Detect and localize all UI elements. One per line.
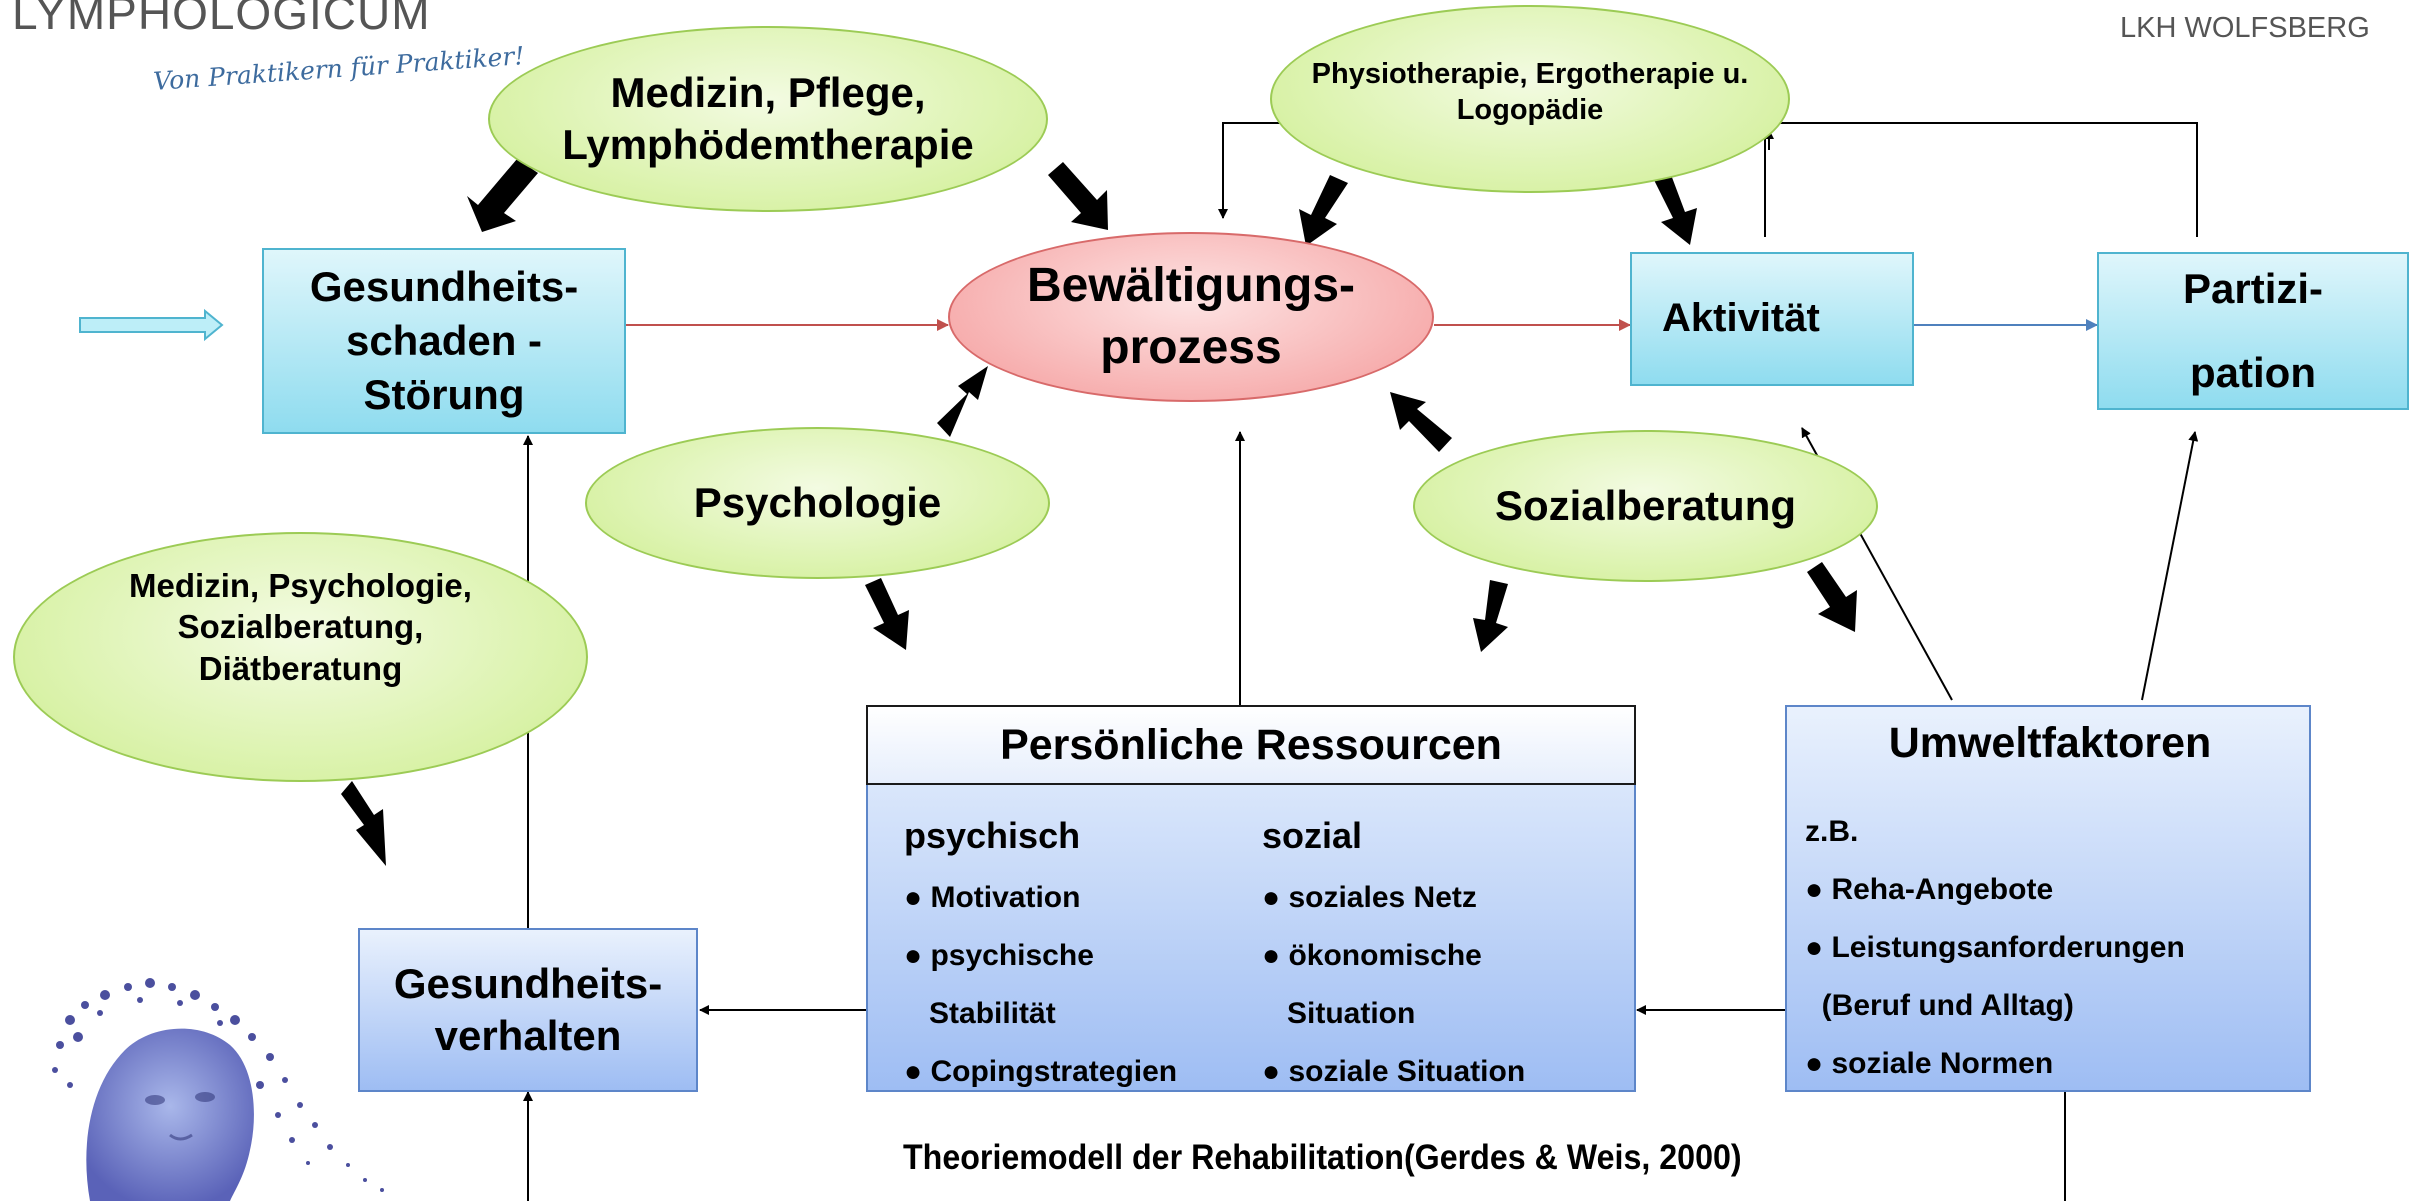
psychisch-item: Stabilität	[904, 997, 1056, 1030]
input-arrow	[79, 308, 224, 342]
line-feedback-loop	[1764, 122, 2198, 237]
ressourcen-title: Persönliche Ressourcen	[1000, 720, 1502, 769]
ellipse-physiotherapie: Physiotherapie, Ergotherapie u. Logopädi…	[1270, 5, 1790, 193]
psychisch-item: ● psychische	[904, 939, 1094, 972]
ellipse-bewaeltigungsprozess: Bewältigungs- prozess	[948, 232, 1434, 402]
box-aktivitaet: Aktivität	[1630, 252, 1914, 386]
ellipse-sozialberatung-text: Sozialberatung	[1494, 481, 1797, 529]
sozial-item: ● soziale Situation	[1262, 1055, 1526, 1088]
umwelt-item: ● soziale Normen	[1805, 1047, 2054, 1080]
ellipse-medizin-psychologie: Medizin, Psychologie, Sozialberatung, Di…	[13, 532, 588, 782]
psychisch-heading: psychisch	[904, 815, 1081, 856]
thick-arrow-4	[1652, 172, 1697, 245]
box-persoenliche-ressourcen: Persönliche Ressourcen psychisch sozial …	[866, 705, 1636, 1092]
thick-arrow-2	[1048, 162, 1108, 230]
thick-arrow-1	[467, 159, 538, 232]
ressourcen-title-bar: Persönliche Ressourcen	[866, 705, 1636, 785]
thick-arrow-10	[341, 781, 386, 866]
umwelt-item: ● Leistungsanforderungen	[1805, 931, 2185, 964]
line-umwelt-partizipation	[2141, 431, 2199, 701]
institution-label: LKH WOLFSBERG	[2120, 12, 2370, 44]
thick-arrow-6	[1390, 392, 1452, 452]
psychisch-item: ● Motivation	[904, 881, 1081, 914]
psychisch-item: ● Copingstrategien	[904, 1055, 1178, 1088]
box-partizipation: Partizi- pation	[2097, 252, 2409, 410]
thick-arrow-9	[1807, 562, 1857, 632]
thick-arrow-3	[1299, 175, 1348, 246]
thick-arrow-5	[937, 366, 988, 437]
box-gesundheitsverhalten-text: Gesundheits- verhalten	[393, 959, 663, 1060]
thick-arrow-8	[1473, 580, 1508, 652]
sozial-item: ● ökonomische	[1262, 939, 1482, 972]
ellipse-psychologie: Psychologie	[585, 427, 1050, 579]
logo-text: LYMPHOLOGICUM	[12, 0, 431, 39]
ellipse-medizin-pflege: Medizin, Pflege, Lymphödemtherapie	[488, 26, 1048, 212]
box-gesundheitsschaden: Gesundheits- schaden - Störung	[262, 248, 626, 434]
thick-arrows	[341, 159, 1857, 866]
umwelt-item: ● Reha-Angebote	[1805, 873, 2054, 906]
sozial-item: ● soziales Netz	[1262, 881, 1477, 914]
ellipse-medizin-psychologie-text: Medizin, Psychologie, Sozialberatung, Di…	[129, 567, 472, 687]
particle-head-image	[52, 978, 384, 1201]
ellipse-physiotherapie-text: Physiotherapie, Ergotherapie u. Logopädi…	[1311, 57, 1749, 126]
caption: Theoriemodell der Rehabilitation(Gerdes …	[903, 1138, 1742, 1177]
umwelt-title: Umweltfaktoren	[1888, 719, 2212, 767]
ellipse-psychologie-text: Psychologie	[693, 478, 942, 526]
umwelt-item: (Beruf und Alltag)	[1805, 989, 2074, 1022]
umwelt-intro: z.B.	[1805, 815, 1859, 848]
thick-arrow-7	[865, 578, 909, 650]
box-gesundheitsverhalten: Gesundheits- verhalten	[358, 928, 698, 1092]
ellipse-medizin-pflege-text: Medizin, Pflege, Lymphödemtherapie	[562, 68, 974, 169]
box-umweltfaktoren: Umweltfaktoren z.B. ● Reha-Angebote ● Le…	[1785, 705, 2311, 1092]
sozial-item: Situation	[1262, 997, 1416, 1030]
ellipse-sozialberatung: Sozialberatung	[1413, 430, 1878, 582]
sozial-heading: sozial	[1262, 815, 1363, 856]
